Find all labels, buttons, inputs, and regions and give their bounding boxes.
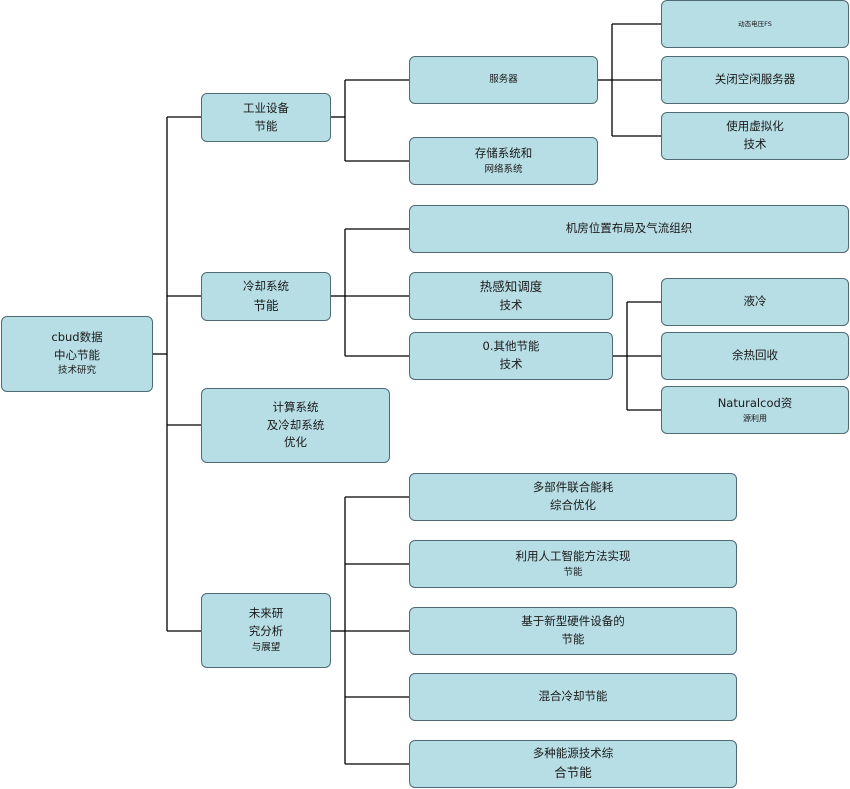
node-label: 关闭空闲服务器 bbox=[714, 72, 796, 87]
node-label: 优化 bbox=[284, 435, 307, 450]
node-new-hardware-saving: 基于新型硬件设备的 节能 bbox=[409, 607, 737, 655]
node-multi-energy-saving: 多种能源技术综 合节能 bbox=[409, 740, 737, 788]
node-label: 多种能源技术综 bbox=[532, 746, 614, 761]
node-label: 计算系统 bbox=[272, 399, 319, 414]
node-natural-cold-source: Naturalcod资 源利用 bbox=[661, 386, 849, 434]
node-label: 节能 bbox=[561, 632, 585, 646]
node-label: 节能 bbox=[254, 118, 278, 133]
node-label: 机房位置布局及气流组织 bbox=[565, 221, 693, 236]
node-dvfs: 动态电压FS bbox=[661, 0, 849, 48]
node-label: Naturalcod资 bbox=[717, 395, 793, 410]
node-waste-heat-recovery: 余热回收 bbox=[661, 332, 849, 380]
node-label: 0.其他节能 bbox=[482, 339, 540, 354]
node-label: 工业设备 bbox=[243, 100, 289, 115]
node-hybrid-cooling: 混合冷却节能 bbox=[409, 673, 737, 721]
node-label: 与展望 bbox=[251, 641, 281, 653]
node-shutdown-idle-servers: 关闭空闲服务器 bbox=[661, 56, 849, 104]
node-liquid-cooling: 液冷 bbox=[661, 278, 849, 326]
node-label: 热感知调度 bbox=[479, 279, 543, 295]
node-ai-energy-saving: 利用人工智能方法实现 节能 bbox=[409, 540, 737, 588]
node-label: 网络系统 bbox=[484, 163, 523, 175]
node-label: 中心节能 bbox=[54, 347, 100, 362]
node-thermal-aware-scheduling: 热感知调度 技术 bbox=[409, 272, 613, 320]
node-future-research: 未来研 究分析 与展望 bbox=[201, 593, 331, 668]
node-other-saving-tech: 0.其他节能 技术 bbox=[409, 332, 613, 380]
node-industrial-equipment: 工业设备 节能 bbox=[201, 93, 331, 142]
node-label: 技术 bbox=[499, 297, 523, 312]
node-label: 技术 bbox=[743, 137, 767, 151]
node-label: 究分析 bbox=[248, 624, 284, 639]
node-label: 节能 bbox=[563, 566, 583, 578]
node-label: 动态电压FS bbox=[738, 19, 772, 28]
node-label: 基于新型硬件设备的 bbox=[521, 614, 625, 629]
node-label: 余热回收 bbox=[732, 348, 778, 363]
node-cooling-system: 冷却系统 节能 bbox=[201, 272, 331, 321]
node-label: 服务器 bbox=[489, 73, 518, 85]
node-label: 未来研 bbox=[248, 606, 284, 621]
node-label: 液冷 bbox=[743, 294, 767, 309]
node-multi-component-optimization: 多部件联合能耗 综合优化 bbox=[409, 473, 737, 521]
node-label: 合节能 bbox=[554, 765, 592, 781]
node-label: 技术 bbox=[499, 357, 523, 371]
node-label: 综合优化 bbox=[550, 498, 596, 512]
node-label: 节能 bbox=[253, 297, 279, 313]
node-label: 源利用 bbox=[743, 413, 767, 423]
node-compute-cooling-optimization: 计算系统 及冷却系统 优化 bbox=[201, 388, 390, 463]
node-label: 技术研究 bbox=[57, 365, 96, 377]
node-label: cbud数据 bbox=[51, 329, 103, 344]
node-storage-network: 存储系统和 网络系统 bbox=[409, 137, 598, 185]
node-label: 使用虚拟化 bbox=[726, 119, 784, 134]
node-label: 多部件联合能耗 bbox=[532, 480, 614, 495]
node-label: 冷却系统 bbox=[243, 278, 289, 293]
root-node: cbud数据 中心节能 技术研究 bbox=[1, 316, 153, 392]
node-label: 混合冷却节能 bbox=[538, 689, 608, 704]
node-room-layout-airflow: 机房位置布局及气流组织 bbox=[409, 205, 849, 253]
node-label: 存储系统和 bbox=[474, 145, 533, 160]
node-label: 及冷却系统 bbox=[266, 417, 325, 432]
node-virtualization: 使用虚拟化 技术 bbox=[661, 112, 849, 160]
node-label: 利用人工智能方法实现 bbox=[515, 548, 631, 563]
node-server: 服务器 bbox=[409, 56, 598, 104]
